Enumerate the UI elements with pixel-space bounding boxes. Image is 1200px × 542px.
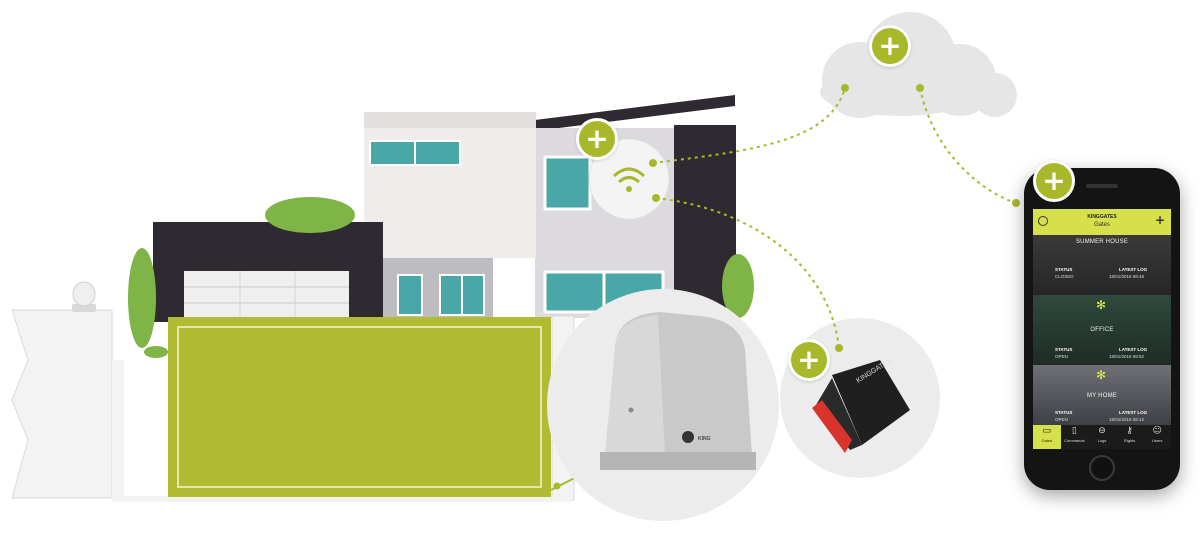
gate-name: MY HOME xyxy=(1087,393,1117,399)
tab-commands[interactable]: ▯ Commands xyxy=(1061,425,1089,449)
connection-lines xyxy=(652,87,1017,349)
wifi-icon xyxy=(588,138,670,220)
phone-plus-button[interactable]: + xyxy=(1033,160,1075,202)
logs-icon: ⊖ xyxy=(1098,426,1106,436)
tab-gates[interactable]: ▭ Gates xyxy=(1033,425,1061,449)
user-icon[interactable] xyxy=(1038,216,1048,226)
flashing-lamp-icon xyxy=(72,281,96,312)
status-value: OPEN xyxy=(1055,417,1068,422)
tab-rights[interactable]: ⚷ Rights xyxy=(1116,425,1144,449)
latest-log-label: LATEST LOG xyxy=(1119,410,1148,415)
phone-home-button[interactable] xyxy=(1089,455,1115,481)
app-screen: KINGGATES Gates + SUMMER HOUSE STATUS CL… xyxy=(1033,209,1171,449)
status-label: STATUS xyxy=(1055,347,1073,352)
tab-label: Commands xyxy=(1064,438,1085,443)
gear-icon: ✻ xyxy=(1095,368,1107,382)
gate-motor-icon xyxy=(547,289,779,521)
status-label: STATUS xyxy=(1055,410,1073,415)
app-header: KINGGATES Gates + xyxy=(1033,209,1171,235)
key-icon: ⚷ xyxy=(1126,426,1133,436)
app-tab-bar: ▭ Gates ▯ Commands ⊖ Logs ⚷ Rights ☺ Use… xyxy=(1033,425,1171,449)
tab-label: Users xyxy=(1151,438,1163,443)
status-label: STATUS xyxy=(1055,267,1073,272)
motor-brand-label: KING xyxy=(698,436,711,442)
phone-speaker xyxy=(1086,184,1118,188)
tree-icon xyxy=(128,197,754,358)
latest-log-value: 15/01/2016 08:48 xyxy=(1109,274,1145,279)
users-icon: ☺ xyxy=(1152,426,1162,436)
gate-card[interactable]: ✻ MY HOME STATUS OPEN LATEST LOG 15/01/2… xyxy=(1033,365,1171,426)
gates-icon: ▭ xyxy=(1042,426,1052,436)
latest-log-value: 15/01/2016 08:52 xyxy=(1109,354,1145,359)
latest-log-value: 15/01/2016 08:12 xyxy=(1109,417,1145,422)
receiver-plus-button[interactable]: + xyxy=(788,339,830,381)
gate-card[interactable]: SUMMER HOUSE STATUS CLOSED LATEST LOG 15… xyxy=(1033,235,1171,296)
status-value: CLOSED xyxy=(1055,274,1074,279)
remote-icon: ▯ xyxy=(1071,426,1077,436)
house xyxy=(153,95,736,322)
gate-card[interactable]: ✻ OFFICE STATUS OPEN LATEST LOG 15/01/20… xyxy=(1033,295,1171,366)
tab-label: Rights xyxy=(1123,438,1136,443)
sliding-gate xyxy=(168,317,551,497)
app-brand: KINGGATES xyxy=(1087,214,1117,220)
latest-log-label: LATEST LOG xyxy=(1119,347,1148,352)
tab-logs[interactable]: ⊖ Logs xyxy=(1088,425,1116,449)
latest-log-label: LATEST LOG xyxy=(1119,267,1148,272)
tab-label: Logs xyxy=(1097,438,1107,443)
cloud-icon xyxy=(820,12,1017,118)
app-title: Gates xyxy=(1093,222,1110,228)
gate-name: SUMMER HOUSE xyxy=(1075,239,1129,245)
cloud-plus-button[interactable]: + xyxy=(869,25,911,67)
gear-icon: ✻ xyxy=(1095,298,1107,312)
add-gate-icon[interactable]: + xyxy=(1154,213,1165,227)
smartphone: KINGGATES Gates + SUMMER HOUSE STATUS CL… xyxy=(1024,168,1180,490)
status-value: OPEN xyxy=(1055,354,1068,359)
tab-label: Gates xyxy=(1041,438,1053,443)
wifi-plus-button[interactable]: + xyxy=(576,118,618,160)
tab-users[interactable]: ☺ Users xyxy=(1143,425,1171,449)
gate-name: OFFICE xyxy=(1090,327,1114,333)
